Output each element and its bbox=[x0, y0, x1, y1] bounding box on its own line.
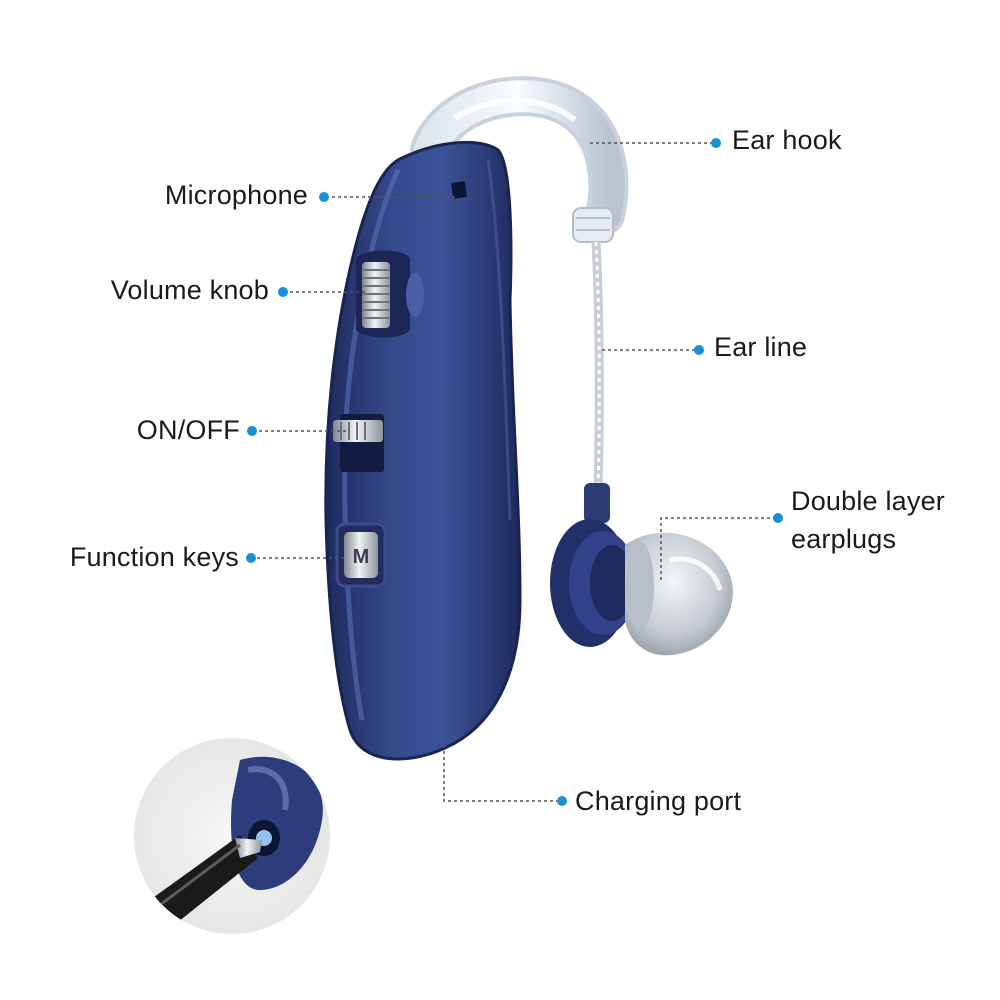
dot-ear-hook bbox=[711, 138, 721, 148]
ear-hook-part bbox=[410, 76, 629, 243]
function-key-part: M bbox=[335, 522, 387, 588]
ear-line-part bbox=[584, 241, 610, 523]
dot-ear-line bbox=[694, 345, 704, 355]
label-ear-hook: Ear hook bbox=[732, 125, 842, 155]
dot-earplugs bbox=[773, 513, 783, 523]
label-earplugs-line2: earplugs bbox=[791, 524, 897, 554]
label-on-off: ON/OFF bbox=[136, 415, 240, 445]
dot-microphone bbox=[319, 192, 329, 202]
leader-earplugs bbox=[660, 517, 778, 580]
leader-charging-port bbox=[443, 745, 561, 802]
dot-on-off bbox=[247, 426, 257, 436]
dot-function-keys bbox=[246, 553, 256, 563]
label-microphone: Microphone bbox=[164, 180, 308, 210]
leader-lines bbox=[251, 142, 778, 802]
label-double-layer-earplugs: Double layer earplugs bbox=[791, 482, 1000, 558]
function-key-glyph: M bbox=[353, 546, 370, 568]
label-ear-line: Ear line bbox=[714, 332, 808, 362]
label-function-keys: Function keys bbox=[69, 542, 239, 572]
dot-charging-port bbox=[557, 796, 567, 806]
on-off-switch-part bbox=[333, 414, 384, 472]
label-charging-port: Charging port bbox=[575, 786, 742, 816]
earplug-part bbox=[550, 519, 733, 656]
charging-inset bbox=[134, 738, 330, 934]
label-dots bbox=[246, 138, 783, 806]
volume-knob-part bbox=[356, 250, 424, 338]
microphone-hole bbox=[451, 181, 467, 199]
label-volume-knob: Volume knob bbox=[110, 275, 269, 305]
label-earplugs-line1: Double layer bbox=[791, 486, 945, 516]
dot-volume-knob bbox=[278, 287, 288, 297]
